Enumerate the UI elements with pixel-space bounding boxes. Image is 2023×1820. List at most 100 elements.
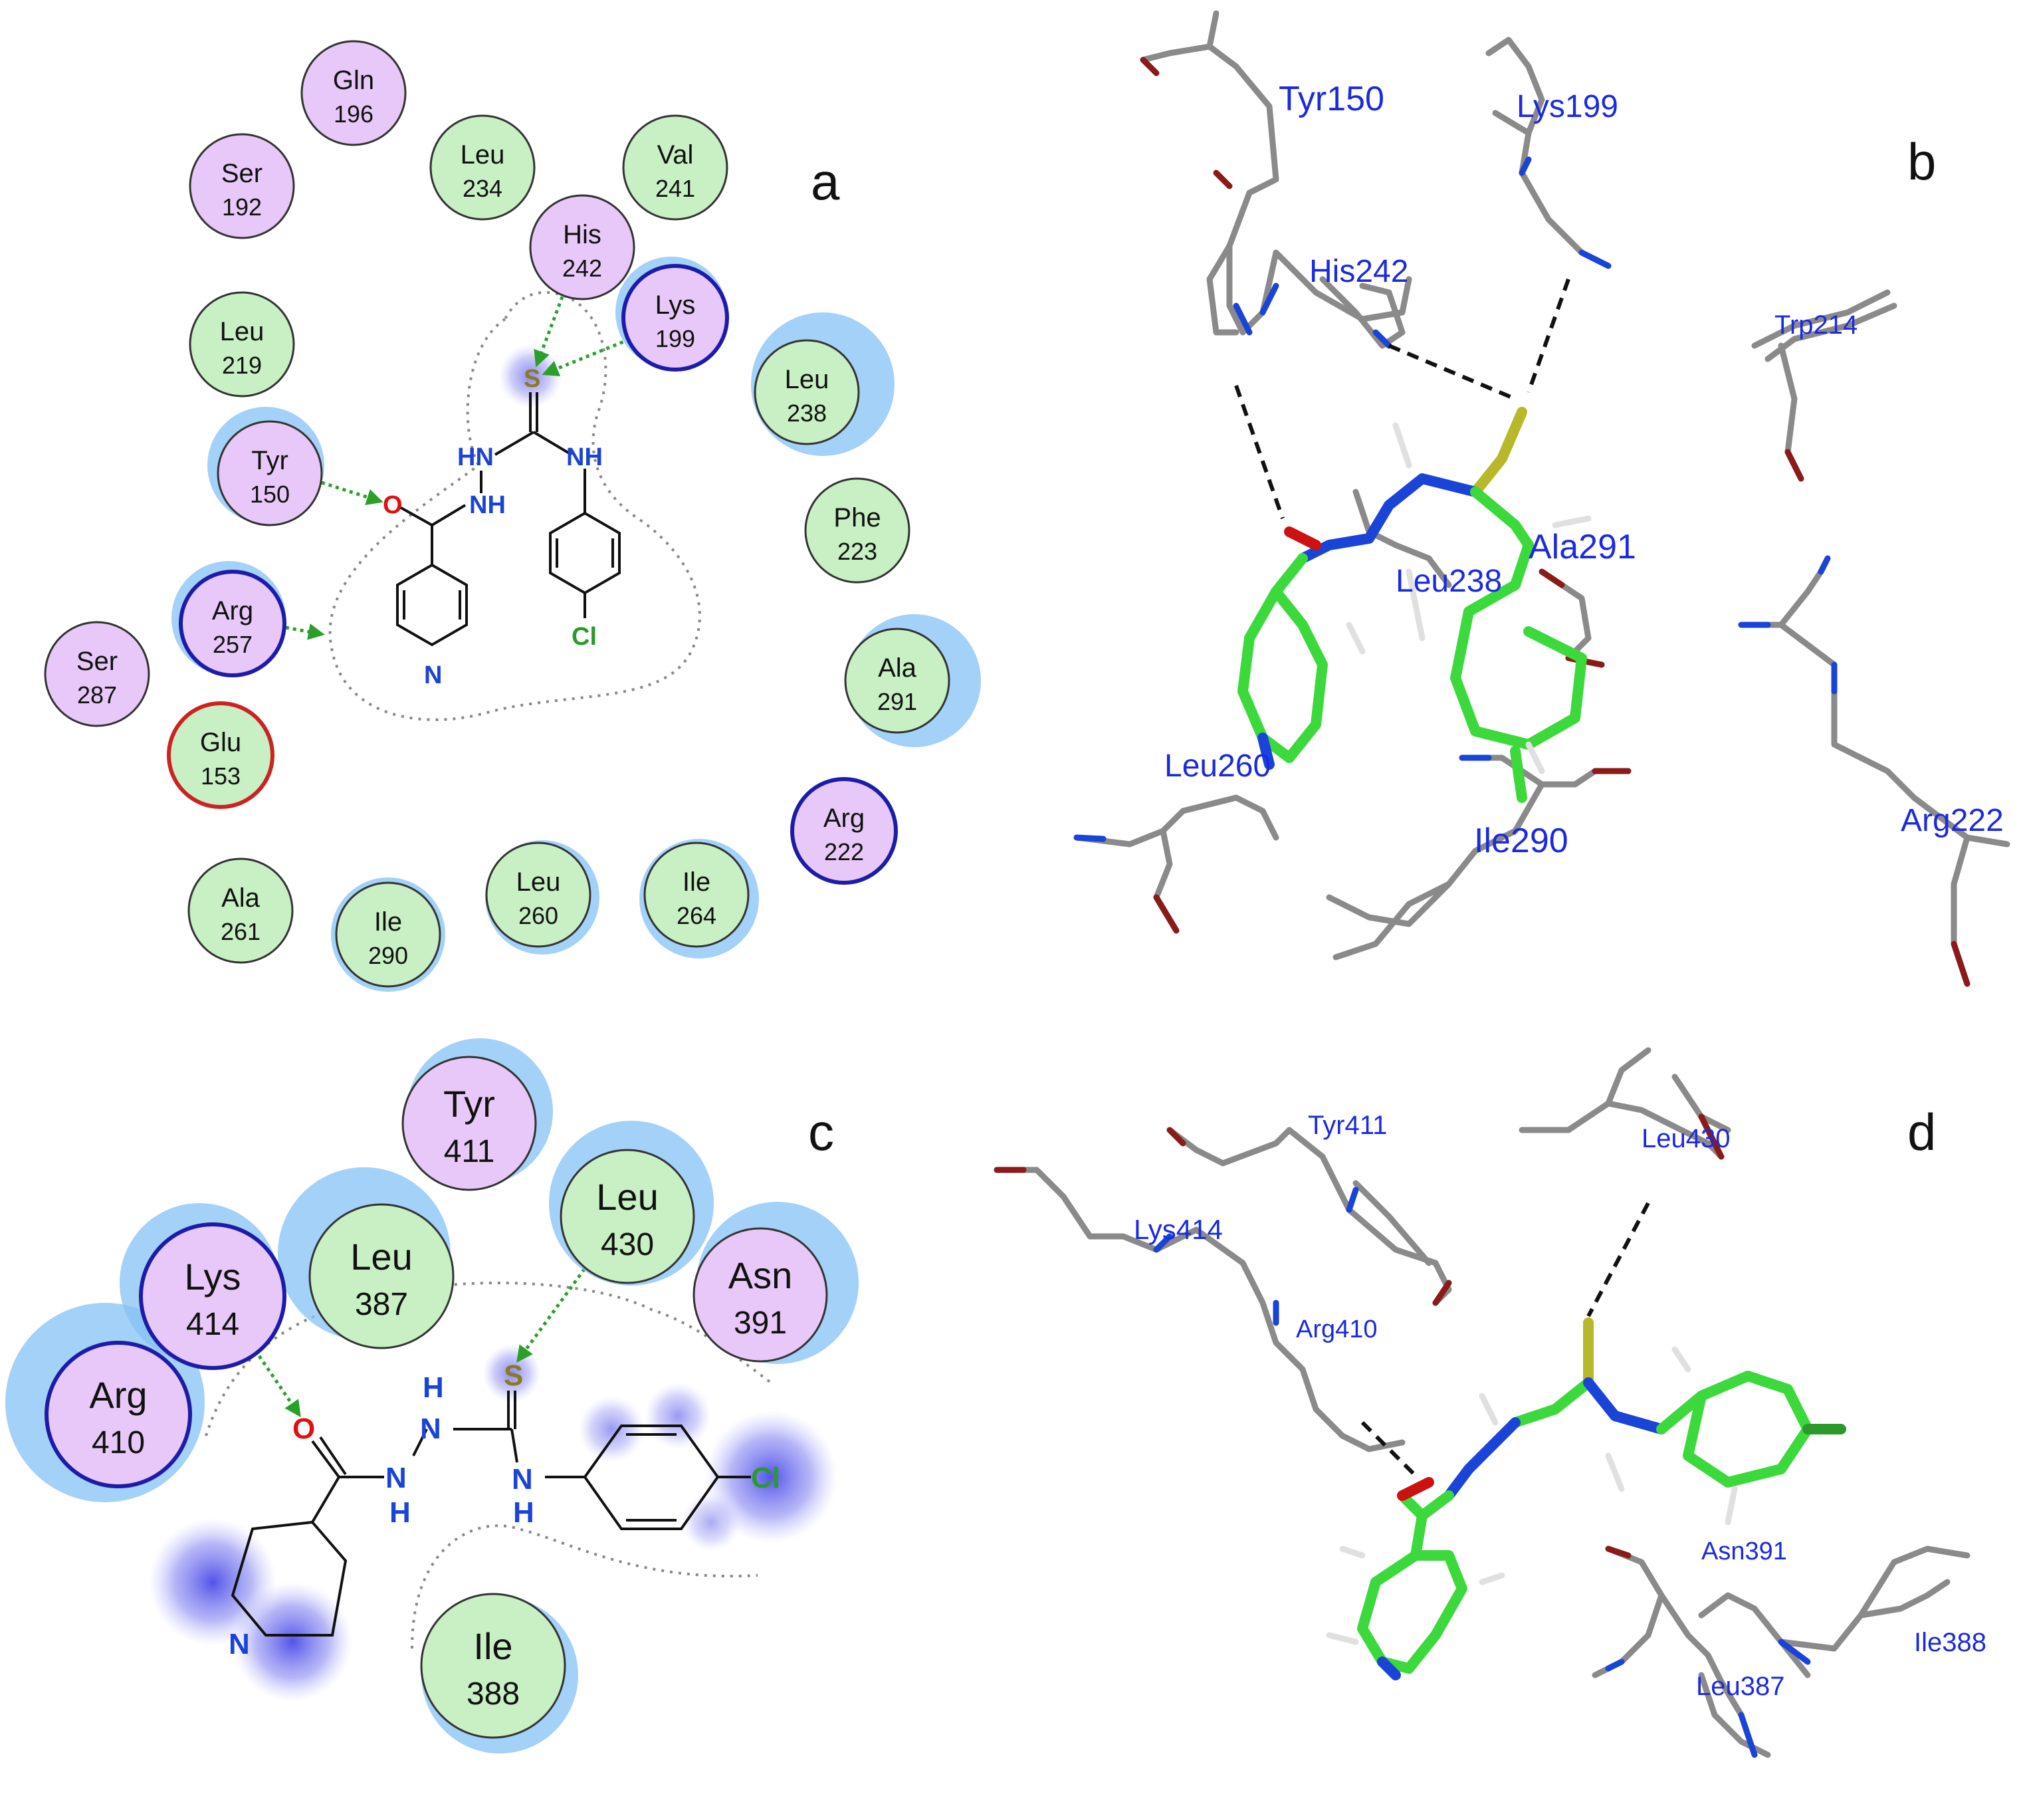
residue-number: 241 xyxy=(655,175,695,202)
residue-number: 238 xyxy=(787,399,827,427)
residue-name: Leu xyxy=(220,317,265,346)
residue-name: Ala xyxy=(878,653,917,683)
panel-b: b xyxy=(1073,10,2010,987)
residue-disc xyxy=(45,1341,192,1488)
atom-o-c: O xyxy=(292,1413,315,1445)
panel-letter-a: a xyxy=(811,152,840,211)
residue-number: 219 xyxy=(222,352,262,379)
a-residue-ile290: Ile290 xyxy=(335,881,441,988)
a-residue-ala291: Ala 291 xyxy=(844,627,950,734)
atom-n-pyridine-c: N xyxy=(229,1628,250,1660)
residue-disc xyxy=(167,701,274,809)
residue-disc xyxy=(643,842,750,948)
residue-disc xyxy=(420,1593,566,1739)
residue-number: 199 xyxy=(655,325,695,352)
d-label-lys414: Lys414 xyxy=(1134,1214,1223,1245)
residue-disc xyxy=(692,1227,828,1363)
c-residue-leu387: Leu387 xyxy=(308,1203,455,1349)
residue-disc xyxy=(622,114,728,221)
residue-name: Gln xyxy=(333,66,374,95)
residue-number: 260 xyxy=(518,902,558,929)
residue-disc xyxy=(139,1222,286,1370)
residue-number: 411 xyxy=(444,1134,495,1169)
residue-name: Leu xyxy=(350,1236,412,1278)
atom-n-pyridine: N xyxy=(424,661,442,689)
residue-name: Ser xyxy=(76,647,118,676)
b-label-ala291: Ala291 xyxy=(1529,528,1636,566)
residue-name: Leu xyxy=(785,365,829,394)
residue-disc xyxy=(754,339,860,445)
atom-h-top: H xyxy=(423,1371,444,1404)
residue-name: Asn xyxy=(728,1254,793,1296)
d-label-arg410: Arg410 xyxy=(1296,1315,1378,1343)
c-residue-ile388: Ile388 xyxy=(420,1593,566,1739)
residue-number: 223 xyxy=(837,538,877,565)
residue-disc xyxy=(485,842,591,948)
hetero-atoms-b xyxy=(1073,57,1970,987)
ligand-3d-d xyxy=(1357,1317,1846,1680)
residue-name: Lys xyxy=(184,1256,241,1298)
d-label-leu387: Leu387 xyxy=(1696,1672,1784,1701)
residue-disc xyxy=(335,881,441,988)
residue-number: 291 xyxy=(877,688,917,715)
atom-s-c: S xyxy=(504,1359,523,1392)
residue-disc xyxy=(189,291,295,398)
residue-name: His xyxy=(563,220,601,249)
residue-number: 257 xyxy=(213,631,253,658)
atom-cl: Cl xyxy=(572,623,597,651)
atom-o: O xyxy=(383,491,403,519)
residue-name: Arg xyxy=(823,804,865,833)
c-residue-asn391: Asn391 xyxy=(692,1227,828,1363)
d-label-leu430: Leu430 xyxy=(1642,1124,1730,1153)
d-label-ile388: Ile388 xyxy=(1914,1628,1986,1657)
atom-h-right: H xyxy=(513,1496,534,1529)
residue-name: Glu xyxy=(200,728,241,757)
residue-disc xyxy=(401,1056,537,1191)
residue-name: Tyr xyxy=(443,1083,495,1125)
atom-nh-lower: NH xyxy=(469,491,506,519)
ligand-atoms-c: S H N O N H N H Cl N xyxy=(229,1359,780,1660)
residue-number: 242 xyxy=(562,255,602,282)
ligand-atoms-a: S HN NH O NH Cl N xyxy=(383,365,603,689)
atom-n-right: N xyxy=(512,1463,533,1496)
panel-letter-c: c xyxy=(808,1103,834,1161)
panel-a: a S HN NH xyxy=(44,40,981,992)
ligand-2d-c xyxy=(231,1391,751,1637)
a-residue-val241: Val 241 xyxy=(622,114,728,221)
residue-name: Leu xyxy=(461,140,505,170)
solvent-exposure-shades-c xyxy=(149,1344,837,1702)
residue-number: 414 xyxy=(186,1307,239,1342)
residue-disc xyxy=(179,570,286,677)
residue-name: Phe xyxy=(833,503,881,532)
residue-disc-group-a: Gln196Ser192Leu234Val241His242Lys199Leu2… xyxy=(44,40,981,992)
residue-name: Ser xyxy=(221,159,263,188)
hetero-atoms-d xyxy=(994,1113,1811,1758)
a-residue-arg222: Arg222 xyxy=(790,777,898,885)
panel-d: d xyxy=(994,1047,1986,1758)
residue-name: Val xyxy=(657,140,694,170)
a-residue-gln196: Gln 196 xyxy=(300,40,407,146)
residue-name: Tyr xyxy=(251,446,288,475)
c-residue-leu430: Leu430 xyxy=(560,1149,695,1284)
residue-name: Ile xyxy=(683,867,710,897)
residue-disc xyxy=(217,420,323,526)
residue-disc xyxy=(187,857,294,964)
residue-disc xyxy=(621,264,729,372)
hbond-arrows-c xyxy=(257,1262,591,1418)
residue-disc xyxy=(560,1149,695,1284)
b-label-lys199: Lys199 xyxy=(1517,89,1618,124)
atom-n-top: N xyxy=(420,1413,441,1445)
panel-letter-b: b xyxy=(1907,132,1936,191)
a-residue-leu238: Leu 238 xyxy=(754,339,860,445)
b-label-leu238: Leu238 xyxy=(1396,564,1502,599)
atom-h-lower: H xyxy=(389,1496,411,1529)
a-residue-leu260: Leu260 xyxy=(485,842,591,948)
residue-number: 196 xyxy=(334,100,373,128)
hbond-lines-d xyxy=(1360,1202,1650,1478)
